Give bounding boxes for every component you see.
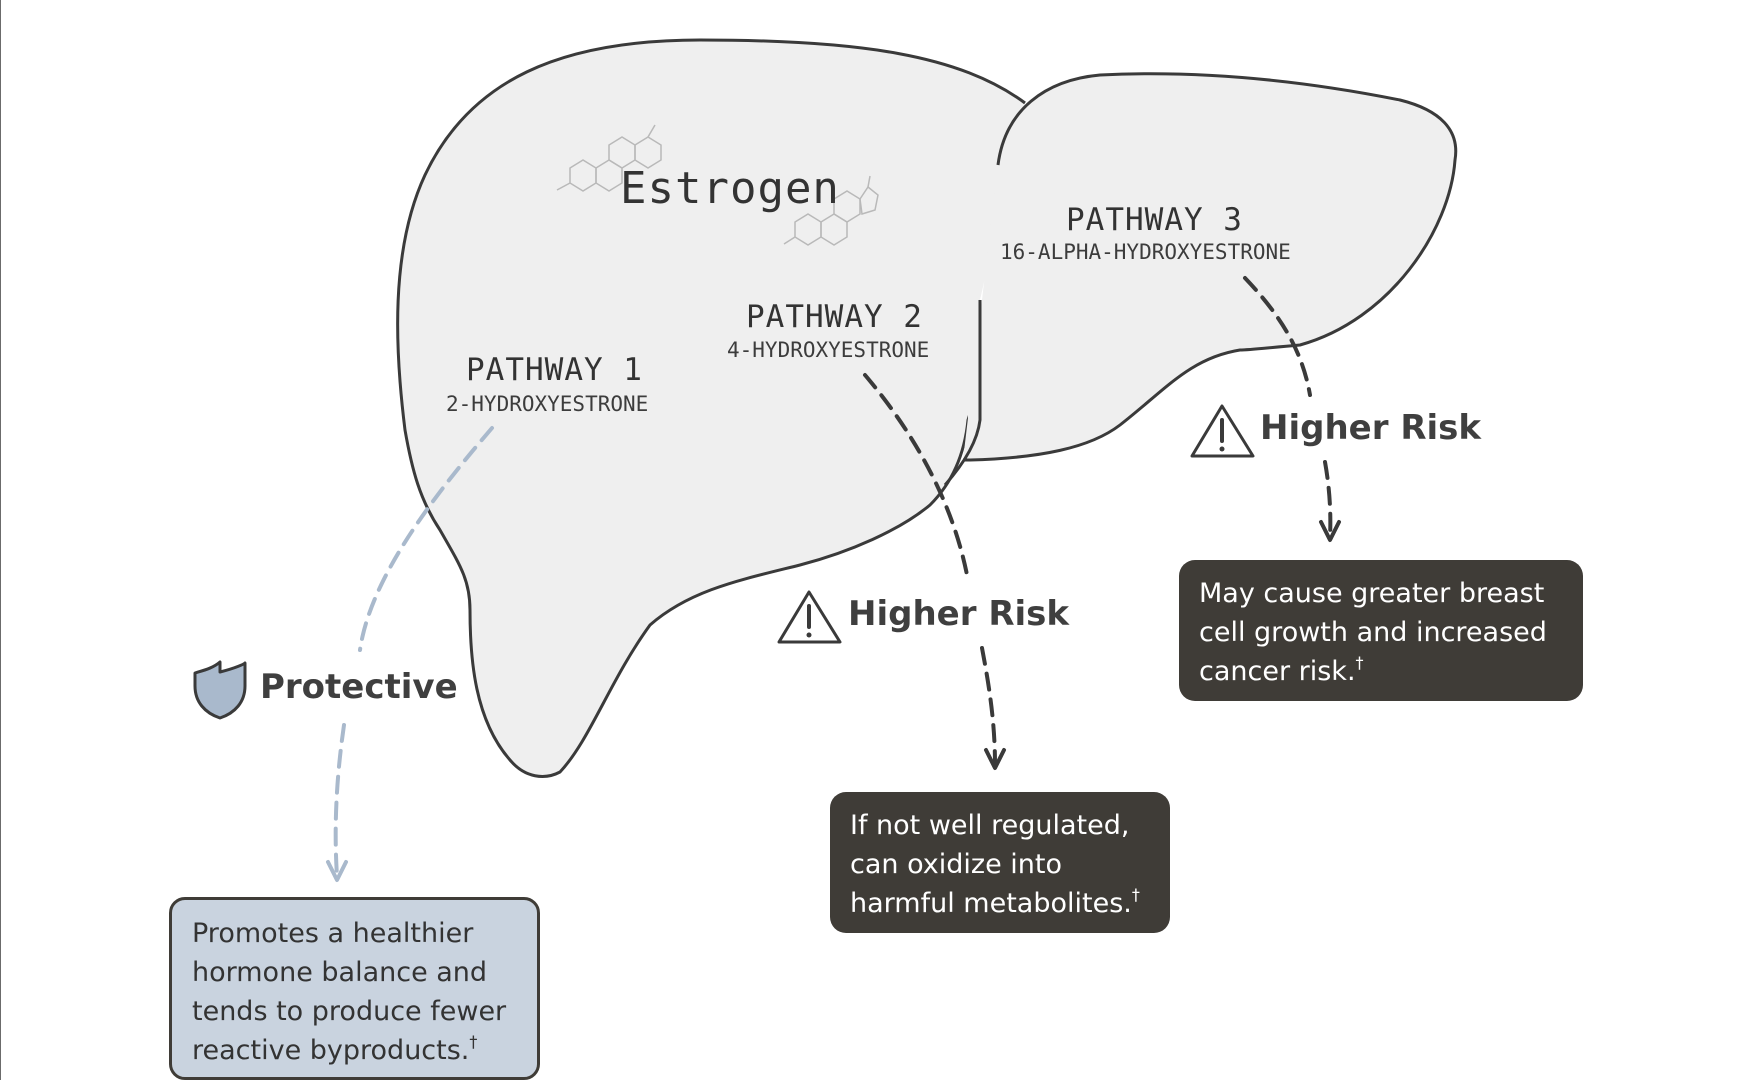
pathway-2-description-box: If not well regulated, can oxidize into … (830, 792, 1170, 933)
warning-icon (1190, 404, 1255, 458)
pathway-2-metabolite: 4-HYDROXYESTRONE (727, 338, 930, 362)
protective-label: Protective (260, 667, 458, 707)
pathway-1-name: PATHWAY 1 (466, 352, 643, 388)
higher-risk-label-pathway-2: Higher Risk (848, 594, 1069, 634)
protective-description-line: reactive byproducts.† (192, 1032, 478, 1067)
protective-description-box: Promotes a healthier hormone balance and… (169, 897, 540, 1080)
pathway-3-description-line: May cause greater breast (1199, 578, 1545, 609)
protective-description-line: tends to produce fewer (192, 996, 507, 1027)
footnote-dagger: † (1355, 653, 1364, 672)
footnote-dagger: † (1131, 885, 1140, 904)
footnote-dagger: † (469, 1032, 478, 1051)
pathway-3-arrow-lower (1323, 460, 1333, 540)
pathway-3-name: PATHWAY 3 (1066, 202, 1243, 238)
pathway-2-arrow-lower (980, 646, 997, 767)
protective-description-line: Promotes a healthier (192, 918, 474, 949)
pathway-3-description-line: cell growth and increased (1199, 617, 1547, 648)
pathway-2-description-line: If not well regulated, (850, 810, 1130, 841)
liver-left-lobe (396, 38, 1026, 778)
pathway-3-arrowhead (1319, 520, 1341, 542)
page-edge-line (0, 0, 1, 1080)
diagram-title: Estrogen (620, 163, 840, 214)
liver-fissure (943, 300, 982, 486)
pathway-3-metabolite: 16-ALPHA-HYDROXYESTRONE (1000, 240, 1291, 264)
pathway-1-arrowhead (326, 860, 348, 882)
pathway-2-name: PATHWAY 2 (746, 299, 923, 335)
shield-icon (193, 660, 247, 720)
pathway-3-description-box: May cause greater breast cell growth and… (1179, 560, 1583, 701)
liver-lobe-join (968, 300, 980, 420)
molecule-sketch-right (783, 175, 879, 246)
pathway-3-description-line: cancer risk.† (1199, 653, 1364, 688)
pathway-1-metabolite: 2-HYDROXYESTRONE (446, 392, 649, 416)
pathway-2-description-line: can oxidize into (850, 849, 1062, 880)
pathway-2-arrow (863, 373, 970, 582)
higher-risk-label-pathway-3: Higher Risk (1260, 408, 1481, 448)
molecule-sketch-left (556, 124, 662, 192)
liver-right-lobe (963, 72, 1458, 462)
pathway-1-arrow-lower (333, 723, 346, 878)
warning-icon (777, 590, 842, 644)
pathway-2-description-line: harmful metabolites.† (850, 885, 1140, 920)
protective-description-line: hormone balance and (192, 957, 488, 988)
pathway-2-arrowhead (984, 748, 1006, 770)
pathway-1-arrow (358, 426, 494, 652)
